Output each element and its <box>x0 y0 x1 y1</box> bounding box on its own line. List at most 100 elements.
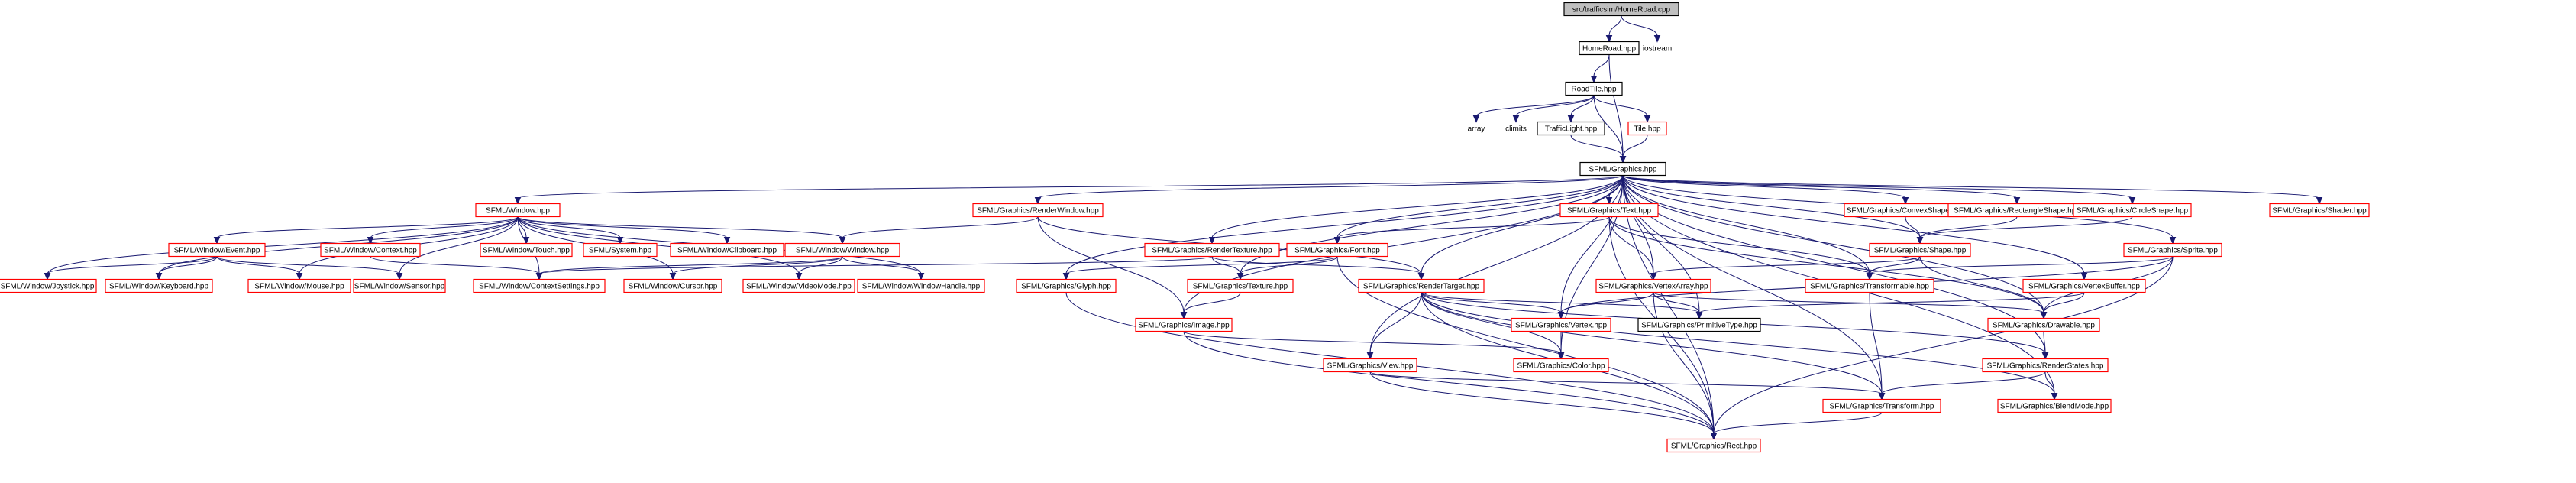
edge-line <box>1608 216 1870 274</box>
node-label: SFML/Window/Sensor.hpp <box>354 283 445 291</box>
edge-line <box>1653 292 2044 313</box>
node-image[interactable]: SFML/Graphics/Image.hpp <box>1135 317 1233 332</box>
edge-line <box>47 256 218 274</box>
edge-line <box>842 216 1039 238</box>
edge-arrowhead <box>1902 197 1909 205</box>
node-text[interactable]: SFML/Graphics/Text.hpp <box>1559 203 1659 218</box>
node-wevent[interactable]: SFML/Window/Event.hpp <box>168 242 266 258</box>
node-transform[interactable]: SFML/Graphics/Transform.hpp <box>1822 398 1941 413</box>
node-rect[interactable]: SFML/Graphics/Rect.hpp <box>1666 438 1761 453</box>
edge-arrowhead <box>396 273 403 280</box>
node-box <box>670 242 784 258</box>
node-label: RoadTile.hpp <box>1571 86 1617 94</box>
edge-graphics-to-circleshape <box>1622 175 2136 205</box>
edge-line <box>798 256 843 274</box>
node-box <box>473 278 606 293</box>
node-keyboard[interactable]: SFML/Window/Keyboard.hpp <box>105 278 213 293</box>
node-circleshape[interactable]: SFML/Graphics/CircleShape.hpp <box>2073 203 2192 218</box>
edge-rendertarget-to-view <box>1366 292 1422 360</box>
node-box <box>0 278 97 293</box>
edge-rendertexture-to-ctxsettings <box>535 256 1213 280</box>
node-label: SFML/Window/Mouse.hpp <box>254 283 344 291</box>
node-transformable[interactable]: SFML/Graphics/Transformable.hpp <box>1805 278 1934 293</box>
node-glyph[interactable]: SFML/Graphics/Glyph.hpp <box>1016 278 1117 293</box>
node-shape[interactable]: SFML/Graphics/Shape.hpp <box>1869 242 1971 258</box>
node-renderstates[interactable]: SFML/Graphics/RenderStates.hpp <box>1982 358 2109 373</box>
node-roadtile[interactable]: RoadTile.hpp <box>1565 81 1623 96</box>
edge-line <box>399 216 519 274</box>
edge-view-to-transform <box>1369 371 1886 400</box>
node-homeroad[interactable]: HomeRoad.hpp <box>1579 41 1640 56</box>
node-view[interactable]: SFML/Graphics/View.hpp <box>1323 358 1417 373</box>
node-ctxsettings[interactable]: SFML/Window/ContextSettings.hpp <box>473 278 606 293</box>
edge-rendertexture-to-texture <box>1211 256 1244 280</box>
node-primitivetype[interactable]: SFML/Graphics/PrimitiveType.hpp <box>1637 317 1761 332</box>
edge-wwindow-to-windowhandle <box>842 256 925 280</box>
edge-line <box>538 256 843 274</box>
node-rendertarget[interactable]: SFML/Graphics/RenderTarget.hpp <box>1358 278 1485 293</box>
node-joystick[interactable]: SFML/Window/Joystick.hpp <box>0 278 97 293</box>
edge-rendertexture-to-rendertarget <box>1211 256 1425 280</box>
edge-line <box>1570 135 1624 157</box>
edge-line <box>216 256 300 274</box>
node-window[interactable]: SFML/Window.hpp <box>475 203 561 218</box>
node-label: SFML/Window/Keyboard.hpp <box>109 283 209 291</box>
node-renderwindow[interactable]: SFML/Graphics/RenderWindow.hpp <box>972 203 1104 218</box>
node-cursor[interactable]: SFML/Window/Cursor.hpp <box>623 278 722 293</box>
node-label: SFML/Graphics/RectangleShape.hpp <box>1954 207 2080 216</box>
node-box <box>1286 242 1388 258</box>
node-videomode[interactable]: SFML/Window/VideoMode.hpp <box>742 278 855 293</box>
node-mouse[interactable]: SFML/Window/Mouse.hpp <box>247 278 351 293</box>
node-vertexbuffer[interactable]: SFML/Graphics/VertexBuffer.hpp <box>2022 278 2146 293</box>
node-vertex[interactable]: SFML/Graphics/Vertex.hpp <box>1511 317 1611 332</box>
edge-arrowhead <box>1034 197 1042 205</box>
node-sensor[interactable]: SFML/Window/Sensor.hpp <box>353 278 446 293</box>
node-wcontext[interactable]: SFML/Window/Context.hpp <box>320 242 421 258</box>
node-blendmode[interactable]: SFML/Graphics/BlendMode.hpp <box>1997 398 2112 413</box>
edge-line <box>2043 292 2085 313</box>
edge-line <box>1713 256 2174 434</box>
node-tile[interactable]: Tile.hpp <box>1627 121 1667 136</box>
edge-arrowhead <box>1644 115 1651 123</box>
edge-window-to-wevent <box>213 216 519 245</box>
node-rectshape[interactable]: SFML/Graphics/RectangleShape.hpp <box>1947 203 2086 218</box>
edge-homeroad-to-graphics <box>1608 54 1627 164</box>
edge-arrowhead <box>1472 115 1480 123</box>
node-vertexarray[interactable]: SFML/Graphics/VertexArray.hpp <box>1595 278 1711 293</box>
edge-line <box>517 216 621 238</box>
edge-arrowhead <box>1653 35 1661 43</box>
node-windowhandle[interactable]: SFML/Window/WindowHandle.hpp <box>857 278 985 293</box>
edge-line <box>1369 292 1422 354</box>
node-box <box>1559 203 1659 218</box>
node-color[interactable]: SFML/Graphics/Color.hpp <box>1513 358 1609 373</box>
node-convexshape[interactable]: SFML/Graphics/ConvexShape.hpp <box>1844 203 1967 218</box>
node-font[interactable]: SFML/Graphics/Font.hpp <box>1286 242 1388 258</box>
node-box <box>1016 278 1117 293</box>
node-label: SFML/Graphics/ConvexShape.hpp <box>1847 207 1965 216</box>
edge-line <box>216 216 519 238</box>
edge-root-to-homeroad <box>1605 15 1622 43</box>
edge-line <box>47 216 519 274</box>
edge-renderwindow-to-wwindow <box>839 216 1039 245</box>
node-wtouch[interactable]: SFML/Window/Touch.hpp <box>480 242 573 258</box>
node-wwindow[interactable]: SFML/Window/Window.hpp <box>784 242 900 258</box>
node-box <box>1987 317 2100 332</box>
node-sprite[interactable]: SFML/Graphics/Sprite.hpp <box>2123 242 2222 258</box>
node-root[interactable]: src/trafficsim/HomeRoad.cpp <box>1563 2 1679 17</box>
node-drawable[interactable]: SFML/Graphics/Drawable.hpp <box>1987 317 2100 332</box>
node-clipboard[interactable]: SFML/Window/Clipboard.hpp <box>670 242 784 258</box>
node-box <box>320 242 421 258</box>
node-texture[interactable]: SFML/Graphics/Texture.hpp <box>1187 278 1294 293</box>
node-box <box>2123 242 2222 258</box>
edge-line <box>1622 175 1870 274</box>
node-system[interactable]: SFML/System.hpp <box>583 242 658 258</box>
edge-arrowhead <box>155 273 163 280</box>
node-shader[interactable]: SFML/Graphics/Shader.hpp <box>2269 203 2370 218</box>
node-graphics[interactable]: SFML/Graphics.hpp <box>1579 161 1666 177</box>
node-trafficlight[interactable]: TrafficLight.hpp <box>1537 121 1605 136</box>
edge-line <box>517 216 843 238</box>
node-box <box>1323 358 1417 373</box>
edge-line <box>1421 292 1700 313</box>
node-rendertexture[interactable]: SFML/Graphics/RenderTexture.hpp <box>1144 242 1280 258</box>
